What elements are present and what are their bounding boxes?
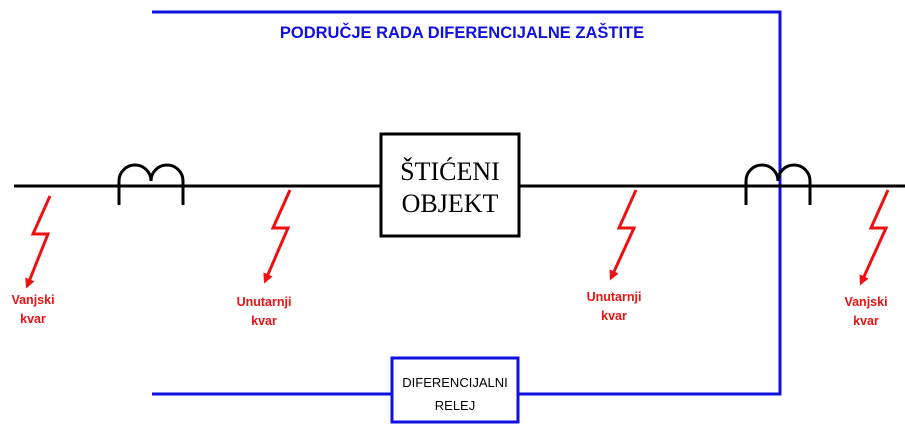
fault-label-external-right-2: kvar [853, 314, 879, 328]
fault-label-external-right-1: Vanjski [844, 295, 887, 309]
protection-zone-border [152, 10, 782, 396]
fault-arrow-external-right [859, 189, 890, 286]
fault-arrow-internal-left [263, 189, 292, 284]
differential-relay-box [390, 356, 520, 424]
fault-label-external-left-1: Vanjski [11, 293, 54, 307]
current-transformer-left [117, 163, 185, 205]
protected-object-line1: ŠTIĆENI [400, 157, 500, 186]
fault-label-internal-left-1: Unutarnji [237, 295, 292, 309]
relay-line2: RELEJ [435, 398, 475, 413]
fault-arrow-internal-right [609, 189, 638, 281]
fault-arrow-external-left [25, 195, 52, 289]
protected-object-line2: OBJEKT [402, 189, 499, 218]
relay-line1: DIFERENCIJALNI [402, 375, 507, 390]
protected-object-box [379, 132, 521, 238]
zone-title: PODRUČJE RADA DIFERENCIJALNE ZAŠTITE [280, 23, 644, 42]
current-transformer-right [744, 163, 812, 205]
fault-label-external-left-2: kvar [20, 312, 46, 326]
fault-label-internal-right-1: Unutarnji [587, 290, 642, 304]
fault-label-internal-right-2: kvar [601, 309, 627, 323]
fault-label-internal-left-2: kvar [251, 314, 277, 328]
